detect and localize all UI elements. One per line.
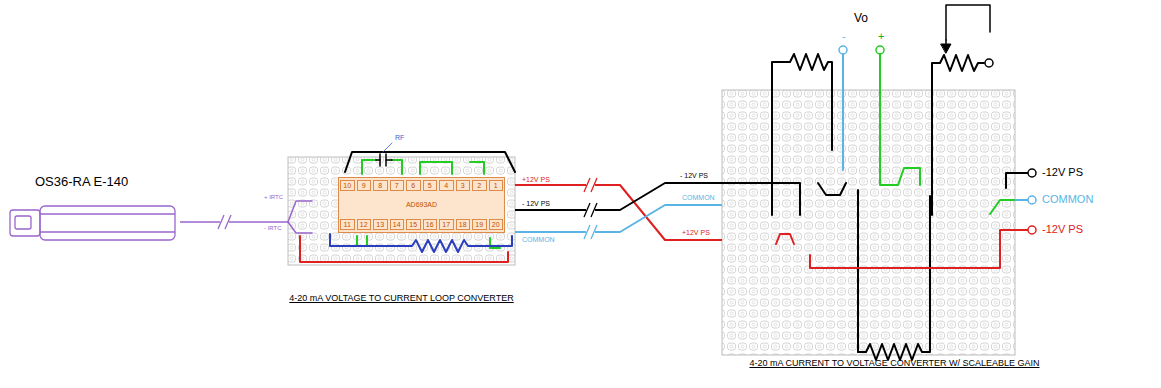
green-jumper: [362, 160, 402, 174]
terminal-label: -12V PS: [1040, 223, 1085, 235]
blue-wire: [842, 54, 844, 170]
red-jumper: [810, 230, 1028, 268]
pin-number: 10: [340, 180, 355, 191]
pin-number: 19: [472, 219, 487, 230]
capacitor-symbol: [376, 154, 392, 166]
pin-number: 16: [423, 219, 438, 230]
pin-number: 18: [456, 219, 471, 230]
pin-number: 7: [390, 180, 405, 191]
wire-line: [180, 221, 288, 223]
resistor-symbol: [330, 234, 512, 252]
board-caption: 4-20 mA VOLTAGE TO CURRENT LOOP CONVERTE…: [289, 294, 513, 304]
perfboard: [722, 90, 1015, 355]
signal-name: Vo: [852, 12, 870, 25]
callout-label: RF: [393, 134, 406, 142]
pin-number: 2: [472, 180, 487, 191]
part-name: OS36-RA E-140: [35, 175, 128, 189]
perfboard-box: 4-20 mA CURRENT TO VOLTAGE CONVERTER W/ …: [722, 90, 1015, 355]
terminal: [1028, 196, 1036, 204]
pin-number: 8: [373, 180, 388, 191]
green-jumper: [420, 162, 452, 174]
pin-number: 11: [340, 219, 355, 230]
wire-connector: [515, 185, 722, 240]
potentiometer-symbol: [932, 55, 984, 215]
black-jumper: [818, 183, 846, 195]
pin-number: 1: [489, 180, 504, 191]
terminal-sign: -: [840, 30, 848, 42]
wire-connector: [180, 222, 288, 223]
green-jumper: [357, 236, 367, 246]
terminal-label: -12V PS: [1040, 166, 1085, 178]
wire-label: COMMON: [520, 236, 557, 244]
red-jumper: [300, 236, 508, 262]
sensor-probe-box: OS36-RA E-140: [8, 172, 180, 246]
wire-label: +12V PS: [680, 229, 712, 237]
pin-number: 12: [357, 219, 372, 230]
pin-number: 13: [373, 219, 388, 230]
board-caption: 4-20 mA CURRENT TO VOLTAGE CONVERTER W/ …: [749, 359, 1039, 369]
pin-number: 15: [406, 219, 421, 230]
wire-label: +12V PS: [520, 176, 552, 184]
pin-number: 9: [357, 180, 372, 191]
chip-label: AD693AD: [406, 201, 437, 209]
wire-connector: [515, 205, 722, 232]
blue-wire: [1014, 199, 1028, 201]
wiper-wire: [946, 5, 990, 40]
terminal-label: COMMON: [1040, 193, 1095, 205]
wire-label: COMMON: [680, 194, 717, 202]
pin-number: 4: [439, 180, 454, 191]
black-jumper: [722, 183, 800, 215]
pin-number: 6: [406, 180, 421, 191]
black-jumper: [1006, 173, 1028, 188]
terminal: [985, 59, 993, 67]
black-jumper: [857, 190, 859, 352]
purple-wire: [288, 201, 312, 233]
pin-number: 17: [439, 219, 454, 230]
pin-number: 5: [423, 180, 438, 191]
green-wire: [880, 54, 920, 185]
wire-label: - IRTC: [262, 225, 284, 232]
wiper-arrow: [941, 44, 951, 53]
sensor-probe: [10, 206, 175, 240]
wire-label: - 12V PS: [520, 200, 552, 208]
terminal-sign: +: [876, 30, 886, 42]
green-jumper: [470, 162, 484, 174]
perfboard-box: AD693AD10987654321111213141516171819204-…: [288, 157, 515, 265]
leader-line: [383, 143, 392, 152]
chip-box: AD693AD1098765432111121314151617181920: [338, 177, 505, 233]
perfboard: [288, 157, 515, 265]
pin-number: 20: [489, 219, 504, 230]
wire-line: [515, 205, 722, 232]
terminal: [876, 46, 884, 54]
pin-number: 14: [390, 219, 405, 230]
terminal: [1028, 169, 1036, 177]
red-jumper: [776, 234, 794, 244]
terminal: [1028, 226, 1036, 234]
resistor-symbol: [858, 196, 930, 360]
wire-label: - 12V PS: [678, 172, 710, 180]
terminal: [839, 46, 847, 54]
wire-label: + IRTC: [262, 194, 285, 201]
pin-number: 3: [456, 180, 471, 191]
wire-line: [515, 185, 722, 240]
green-jumper: [990, 200, 1014, 214]
